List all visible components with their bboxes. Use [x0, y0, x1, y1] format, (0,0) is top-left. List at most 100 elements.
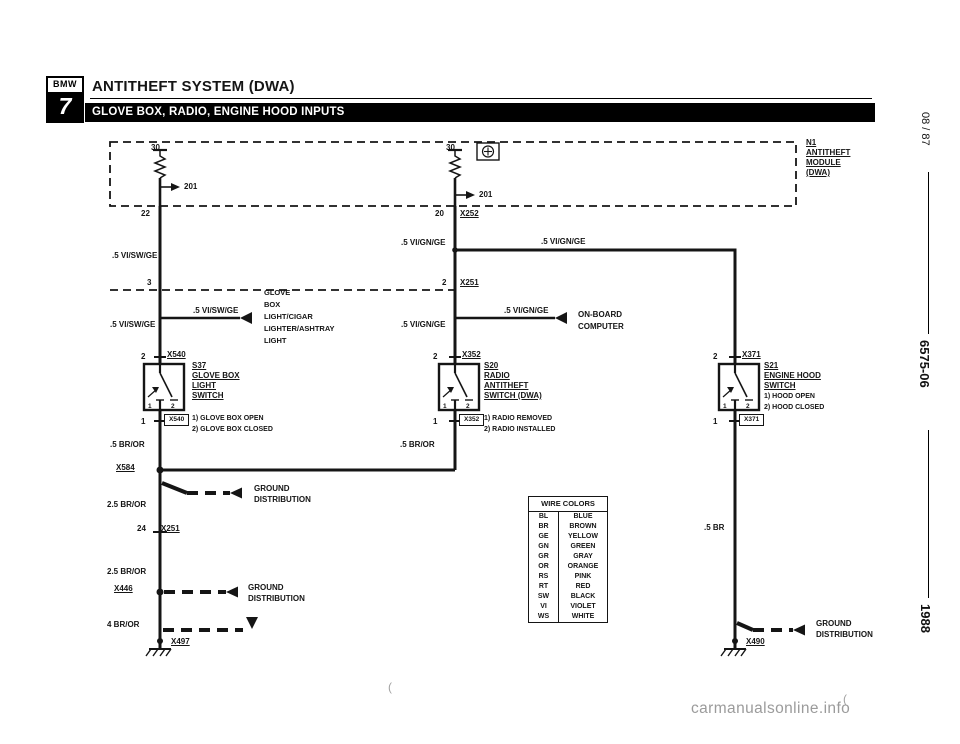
subtitle-text: GLOVE BOX, RADIO, ENGINE HOOD INPUTS	[92, 106, 345, 118]
wire-label-br-right: .5 BR	[704, 523, 725, 532]
wire-color-name: BLACK	[570, 593, 596, 600]
wire-color-row: GN GREEN	[529, 542, 607, 552]
junction-dots	[156, 247, 738, 644]
module-resistor-left	[152, 148, 180, 206]
obc-line-1: ON-BOARD	[578, 310, 622, 319]
wire-label-br-or-mid: .5 BR/OR	[400, 440, 435, 449]
module-pin-22: 22	[141, 209, 150, 218]
junction-x446-label: X446	[114, 584, 133, 593]
s20-conn-bottom: X352	[459, 414, 485, 426]
glove-dest-line-1: GLOVE	[264, 288, 291, 297]
margin-rule-top	[928, 172, 929, 334]
connector-x251-lower-label: X251	[161, 524, 180, 533]
wire-color-name: BROWN	[569, 523, 597, 530]
margin-rule-bottom	[928, 430, 929, 598]
s21-inner-pin-2: 2	[746, 403, 750, 410]
ground-x497-label: X497	[171, 637, 190, 646]
wire-label-vi-sw-ge-1: .5 VI/SW/GE	[112, 251, 158, 260]
x251-pin-2: 2	[442, 278, 447, 287]
ground-dist-1-line-2: DISTRIBUTION	[254, 495, 311, 504]
s20-inner-pin-1: 1	[443, 403, 447, 410]
glove-dest-line-2: BOX	[264, 300, 281, 309]
switch-s37-symbol: 1 2	[142, 362, 186, 412]
s21-conn-top: X371	[742, 350, 761, 359]
ground-dist-3-line-2: DISTRIBUTION	[816, 630, 873, 639]
glove-dest-line-5: LIGHT	[264, 336, 287, 345]
wire-color-name: BLUE	[573, 513, 593, 520]
wire-color-name: PINK	[574, 573, 592, 580]
wire-label-vi-gn-ge-branch: .5 VI/GN/GE	[504, 306, 549, 315]
s20-inner-pin-2: 2	[466, 403, 470, 410]
wire-color-code: BL	[529, 512, 559, 522]
glove-box-light-destination: GLOVE BOX LIGHT/CIGAR LIGHTER/ASHTRAY LI…	[264, 287, 335, 347]
glove-dest-line-3: LIGHT/CIGAR	[264, 312, 313, 321]
s21-note-1: 1) HOOD OPEN	[764, 393, 815, 400]
wire-label-br-or-left: .5 BR/OR	[110, 440, 145, 449]
s21-pin-bottom: 1	[713, 417, 718, 426]
s20-id: S20	[484, 361, 499, 370]
junction-x584-label: X584	[116, 463, 135, 472]
s37-name-line-1: GLOVE BOX	[192, 371, 240, 380]
wire-color-row: BR BROWN	[529, 522, 607, 532]
wire-label-25-br-or-2: 2.5 BR/OR	[107, 567, 147, 576]
wire-color-code: BR	[529, 522, 559, 532]
s20-name-line-1: RADIO	[484, 371, 510, 380]
module-name-line-4: (DWA)	[806, 168, 830, 177]
issue-date: 08 / 87	[919, 112, 931, 146]
s37-name-line-2: LIGHT	[192, 381, 216, 390]
wire-label-vi-gn-ge-1: .5 VI/GN/GE	[401, 238, 446, 247]
document-number: 6575-06	[917, 340, 932, 388]
wire-color-name: GRAY	[573, 553, 593, 560]
bmw-logo-text: BMW	[53, 79, 77, 89]
switch-s21-symbol: 1 2	[717, 362, 761, 412]
wire-color-row: SW BLACK	[529, 592, 607, 602]
s21-pin-top: 2	[713, 352, 718, 361]
branch-to-glove-box-light	[160, 312, 252, 324]
watermark: carmanualsonline.info	[691, 700, 851, 717]
subtitle-bar: GLOVE BOX, RADIO, ENGINE HOOD INPUTS	[85, 103, 875, 122]
module-connector-icon	[476, 142, 500, 161]
s20-note-2: 2) RADIO INSTALLED	[484, 426, 556, 433]
branch-to-on-board-computer	[455, 312, 567, 324]
switch-s20-symbol: 1 2	[437, 362, 481, 412]
wire-label-vi-sw-ge-branch: .5 VI/SW/GE	[193, 306, 239, 315]
s37-name-line-3: SWITCH	[192, 391, 224, 400]
s21-name-line-1: ENGINE HOOD	[764, 371, 821, 380]
wire-color-code: GN	[529, 542, 559, 552]
wire-color-name: GREEN	[570, 543, 596, 550]
wire-color-name: VIOLET	[570, 603, 596, 610]
s20-pin-top: 2	[433, 352, 438, 361]
wire-color-name: WHITE	[571, 613, 595, 620]
main-wires	[158, 206, 737, 649]
s37-conn-top: X540	[167, 350, 186, 359]
wire-label-4-br-or: 4 BR/OR	[107, 620, 140, 629]
wire-color-code: GR	[529, 552, 559, 562]
terminal-30-left: 30	[151, 143, 160, 152]
bmw-series-number: 7	[48, 92, 82, 121]
bmw-logo: BMW 7	[46, 76, 84, 123]
wire-label-vi-gn-ge-2: .5 VI/GN/GE	[401, 320, 446, 329]
ground-distribution-arrow-3	[736, 621, 805, 636]
s20-note-1: 1) RADIO REMOVED	[484, 415, 553, 422]
year-label: 1988	[918, 604, 933, 633]
s21-note-2: 2) HOOD CLOSED	[764, 404, 825, 411]
scan-artifact-2: (	[843, 692, 847, 706]
s20-pin-bottom: 1	[433, 417, 438, 426]
ground-dist-1-line-1: GROUND	[254, 484, 290, 493]
terminal-201-mid: 201	[479, 190, 493, 199]
ground-x497-symbol	[145, 648, 172, 657]
wire-label-vi-sw-ge-2: .5 VI/SW/GE	[110, 320, 156, 329]
wire-color-name: ORANGE	[567, 563, 599, 570]
module-pin-20: 20	[435, 209, 444, 218]
wire-label-vi-gn-ge-top: .5 VI/GN/GE	[541, 237, 586, 246]
wire-color-code: SW	[529, 592, 559, 602]
terminal-201-left: 201	[184, 182, 198, 191]
s20-conn-top: X352	[462, 350, 481, 359]
ground-dist-2-line-1: GROUND	[248, 583, 284, 592]
